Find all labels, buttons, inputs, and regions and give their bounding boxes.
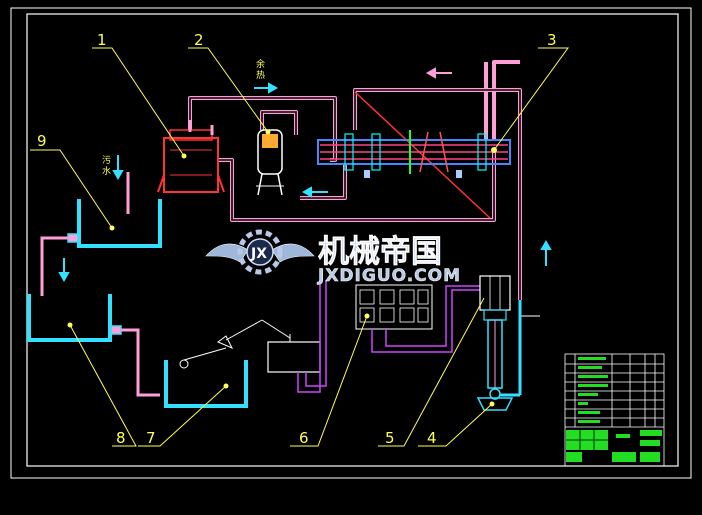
watermark-en: JXDIGUO.COM xyxy=(317,266,461,286)
title-block-grid xyxy=(566,430,608,450)
drawing-frame xyxy=(10,7,692,479)
label-1: 1 xyxy=(97,31,107,49)
label-7: 7 xyxy=(146,429,156,447)
pump-assembly xyxy=(476,275,540,411)
control-cabinet xyxy=(355,284,433,330)
boiler-vessel xyxy=(256,129,284,196)
flow-arrows xyxy=(58,67,552,283)
leader-lines xyxy=(30,47,569,447)
annotation-waste-water-2: 水 xyxy=(102,165,111,177)
label-8: 8 xyxy=(116,429,126,447)
label-3: 3 xyxy=(547,31,557,49)
float-valve xyxy=(179,319,291,369)
annotation-waste-heat-2: 热 xyxy=(256,69,265,81)
water-pipes xyxy=(40,172,160,397)
label-5: 5 xyxy=(385,429,395,447)
label-4: 4 xyxy=(427,429,437,447)
label-6: 6 xyxy=(299,429,309,447)
watermark-cn: 机械帝国 xyxy=(318,234,442,270)
gear-icon xyxy=(237,229,283,275)
pipe-inner xyxy=(189,89,521,300)
annotation-waste-heat-1: 余 xyxy=(256,58,265,70)
tank-8 xyxy=(27,294,122,342)
title-block xyxy=(564,353,665,467)
svg-text:JX: JX xyxy=(250,246,267,262)
part-numbers: 1 2 3 9 8 7 6 5 4 xyxy=(37,31,557,447)
annotation-waste-water-1: 污 xyxy=(102,154,111,166)
exchanger-diagonal xyxy=(354,91,491,219)
reactor-vessel xyxy=(157,120,225,193)
tank-7 xyxy=(164,360,248,408)
dosing-box xyxy=(267,334,321,373)
heat-exchanger xyxy=(317,130,511,178)
label-2: 2 xyxy=(194,31,204,49)
tank-9 xyxy=(67,199,162,248)
control-wiring xyxy=(297,280,480,393)
label-9: 9 xyxy=(37,132,47,150)
annotations: 余 热 污 水 xyxy=(102,58,265,177)
watermark: JX 机械帝国 JXDIGUO.COM xyxy=(205,229,461,286)
